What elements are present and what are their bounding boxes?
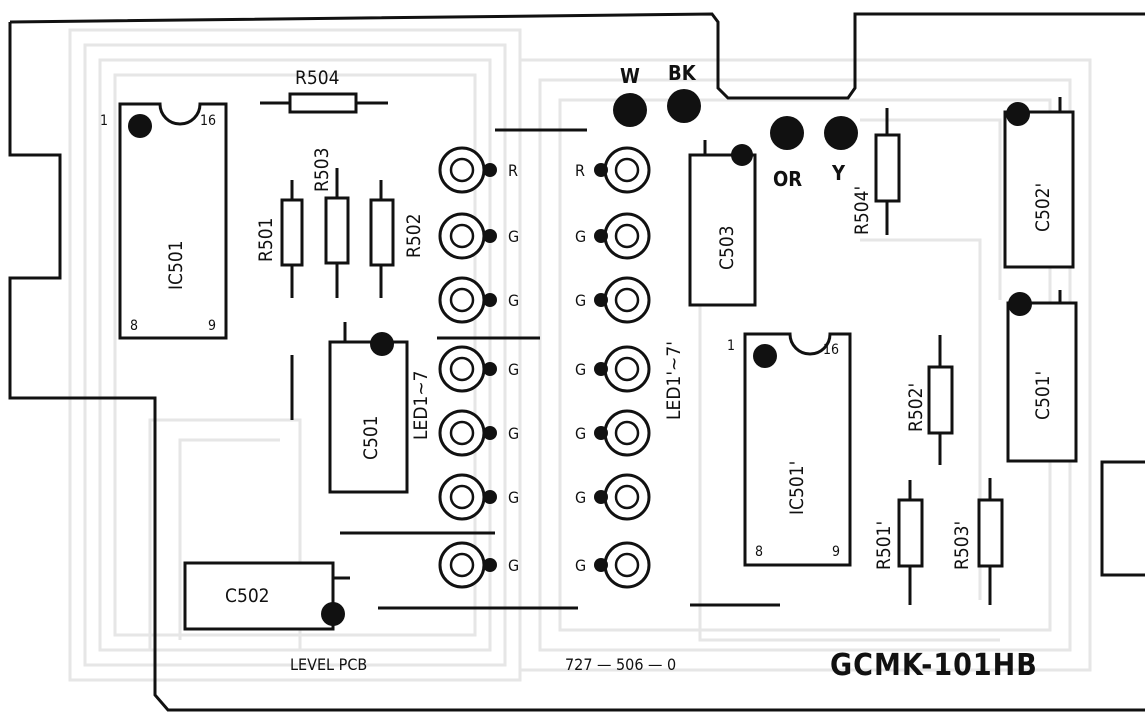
ic501p-pin16: 16 bbox=[823, 342, 839, 358]
led-left-2 bbox=[438, 212, 497, 260]
ic501-label: IC501 bbox=[165, 240, 187, 290]
led-right-group-label: LED1'~7' bbox=[663, 341, 685, 420]
led-left-6-color: G bbox=[508, 488, 519, 507]
led-right-2-color: G bbox=[575, 227, 586, 246]
c502p-polarity-marker bbox=[1006, 102, 1030, 126]
ic501-pin8: 8 bbox=[130, 318, 138, 334]
ic501-pin1: 1 bbox=[100, 113, 108, 129]
led-left-7 bbox=[438, 541, 497, 589]
c502p-capacitor: C502' bbox=[1003, 97, 1075, 269]
c502p-label: C502' bbox=[1032, 183, 1054, 232]
r501p-resistor: R501' bbox=[873, 480, 924, 605]
r502p-label: R502' bbox=[905, 383, 927, 432]
led-right-4-color: G bbox=[575, 360, 586, 379]
led-left-7-color: G bbox=[508, 556, 519, 575]
ic501p-pin1: 1 bbox=[727, 338, 735, 354]
ic501p-label: IC501' bbox=[786, 461, 808, 515]
c502-capacitor: C502 bbox=[183, 561, 350, 631]
board-outline bbox=[8, 12, 1145, 712]
led-right-1-color: R bbox=[575, 161, 585, 180]
c501p-label: C501' bbox=[1032, 371, 1054, 420]
wire-label-or: OR bbox=[773, 167, 802, 191]
c502-polarity-marker bbox=[321, 602, 345, 626]
led-left-5-color: G bbox=[508, 424, 519, 443]
r504p-resistor: R504' bbox=[851, 108, 901, 235]
led-right-7-color: G bbox=[575, 556, 586, 575]
wire-pads: W BK OR Y bbox=[613, 61, 858, 191]
led-left-3 bbox=[438, 276, 497, 324]
pcb-name: LEVEL PCB bbox=[290, 655, 367, 674]
c501p-polarity-marker bbox=[1008, 292, 1032, 316]
led-left-4-color: G bbox=[508, 360, 519, 379]
led-right-4 bbox=[594, 345, 651, 393]
ic501p-pin8: 8 bbox=[755, 544, 763, 560]
ic501-pin16: 16 bbox=[200, 113, 216, 129]
r503-resistor: R503 bbox=[311, 148, 350, 298]
c501-polarity-marker bbox=[370, 332, 394, 356]
edge-connector bbox=[1100, 460, 1145, 577]
r504-resistor: R504 bbox=[260, 67, 388, 114]
c503-capacitor: C503 bbox=[688, 140, 757, 307]
r504-label: R504 bbox=[295, 67, 340, 89]
led-left-group-label: LED1~7 bbox=[410, 370, 432, 440]
r501-label: R501 bbox=[255, 218, 277, 263]
r501-resistor: R501 bbox=[255, 180, 304, 298]
led-column-left: R G G G G G G LED1~7 bbox=[410, 146, 519, 589]
led-left-2-color: G bbox=[508, 227, 519, 246]
led-right-6 bbox=[594, 473, 651, 521]
r501p-label: R501' bbox=[873, 521, 895, 570]
led-right-5 bbox=[594, 409, 651, 457]
board-model: GCMK-101HB bbox=[830, 648, 1038, 683]
r503p-label: R503' bbox=[951, 521, 973, 570]
ic501-pin9: 9 bbox=[208, 318, 216, 334]
led-right-3-color: G bbox=[575, 291, 586, 310]
led-right-3 bbox=[594, 276, 651, 324]
r503p-resistor: R503' bbox=[951, 478, 1004, 605]
r502-label: R502 bbox=[403, 214, 425, 259]
ic501p-pin1-marker bbox=[753, 344, 777, 368]
led-left-3-color: G bbox=[508, 291, 519, 310]
led-left-6 bbox=[438, 473, 497, 521]
r504p-label: R504' bbox=[851, 186, 873, 235]
wire-pad-or bbox=[770, 116, 804, 150]
wire-pad-y bbox=[824, 116, 858, 150]
wire-pad-bk bbox=[667, 89, 701, 123]
wire-label-w: W bbox=[620, 64, 640, 88]
led-left-4 bbox=[438, 345, 497, 393]
led-left-5 bbox=[438, 409, 497, 457]
c501-label: C501 bbox=[360, 415, 382, 460]
r502-resistor: R502 bbox=[369, 180, 425, 298]
led-right-5-color: G bbox=[575, 424, 586, 443]
led-right-1 bbox=[594, 146, 651, 194]
r503-label: R503 bbox=[311, 148, 333, 193]
c501p-capacitor: C501' bbox=[1006, 290, 1078, 463]
c502-label: C502 bbox=[225, 585, 270, 607]
wire-label-bk: BK bbox=[668, 61, 697, 85]
r502p-resistor: R502' bbox=[905, 335, 954, 465]
led-right-6-color: G bbox=[575, 488, 586, 507]
wire-pad-w bbox=[613, 93, 647, 127]
led-column-right: R G G G G G G LED1'~7' bbox=[575, 146, 685, 589]
ic501-chip: 1 16 8 9 IC501 bbox=[100, 102, 228, 340]
c503-label: C503 bbox=[716, 225, 738, 270]
led-right-7 bbox=[594, 541, 651, 589]
led-left-1 bbox=[438, 146, 497, 194]
part-number: 727 — 506 — 0 bbox=[565, 655, 676, 674]
ic501-pin1-marker bbox=[128, 114, 152, 138]
ic501p-pin9: 9 bbox=[832, 544, 840, 560]
wire-label-y: Y bbox=[831, 161, 846, 185]
led-left-1-color: R bbox=[508, 161, 518, 180]
ic501p-chip: 1 16 8 9 IC501' bbox=[727, 332, 852, 567]
led-right-2 bbox=[594, 212, 651, 260]
c503-polarity-marker bbox=[731, 144, 753, 166]
c501-capacitor: C501 bbox=[328, 332, 409, 494]
connector-lines bbox=[290, 128, 780, 610]
